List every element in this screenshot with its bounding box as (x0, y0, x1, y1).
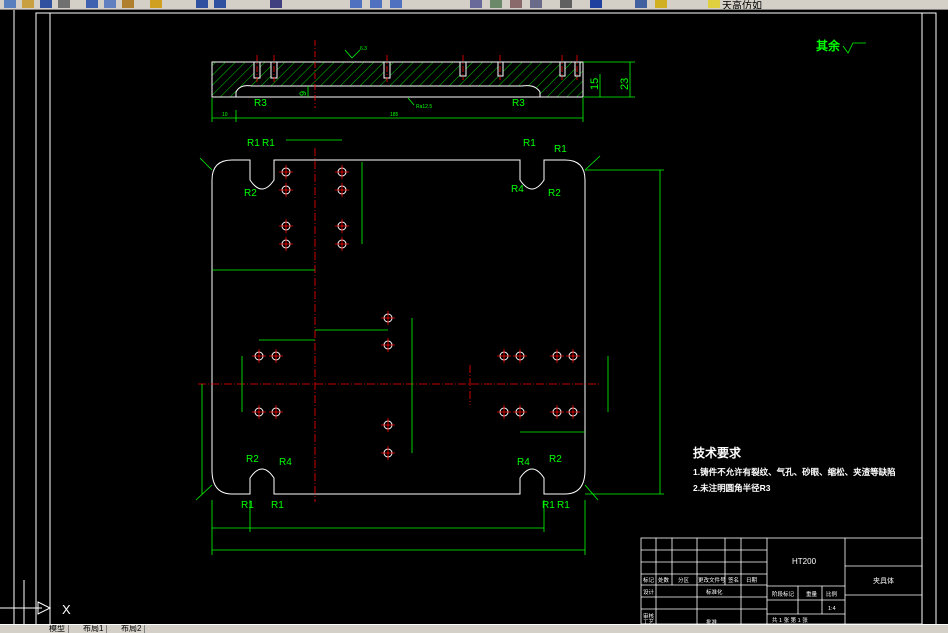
ucs-x-label: X (62, 602, 71, 617)
surface-note: 其余 (816, 38, 841, 53)
radius-r1-br-a: R1 (542, 500, 555, 511)
tb-part-name: 夹具体 (873, 576, 894, 585)
tab-model[interactable]: 模型 (46, 625, 69, 633)
tb-weight: 重量 (806, 590, 818, 598)
drawing-frame-inner (49, 12, 923, 624)
tb-zone: 分区 (678, 576, 690, 584)
sheet-set-icon[interactable] (530, 0, 542, 8)
radius-r2-bl: R2 (246, 454, 259, 465)
tech-requirements-item1: 1.铸件不允许有裂纹、气孔、砂眼、缩松、夹渣等缺陷 (693, 467, 896, 477)
tb-change-doc: 更改文件号 (698, 576, 726, 584)
section-cavity (235, 85, 541, 98)
design-center-icon[interactable] (490, 0, 502, 8)
tab-layout2[interactable]: 布局2 (118, 625, 146, 633)
tab-layout1[interactable]: 布局1 (80, 625, 108, 633)
radius-r1-br-b: R1 (557, 500, 570, 511)
properties-icon[interactable] (470, 0, 482, 8)
toolbar-status-text: 天高仿如 (722, 1, 762, 10)
copy-icon[interactable] (104, 0, 116, 8)
hole-group (254, 167, 578, 458)
roughness-label: Ra12.5 (416, 104, 432, 110)
tb-material: HT200 (792, 557, 817, 566)
drawing-canvas[interactable]: 185 10 15 23 9 6.3 Ra12.5 R3 R3 其余 (0, 10, 948, 624)
title-block (640, 537, 923, 624)
drawing-frame-outer (35, 12, 937, 624)
save-icon[interactable] (40, 0, 52, 8)
ucs-icon (0, 580, 52, 624)
redo-icon[interactable] (214, 0, 226, 8)
tool-palette-icon[interactable] (510, 0, 522, 8)
calculator-icon[interactable] (560, 0, 572, 8)
radius-r2-br: R2 (549, 454, 562, 465)
undo-icon[interactable] (196, 0, 208, 8)
radius-r1-bl-a: R1 (241, 500, 254, 511)
lightbulb-icon[interactable] (708, 0, 720, 8)
tb-mark: 标记 (643, 576, 655, 584)
layer-state-icon[interactable] (655, 0, 667, 8)
radius-r1-tl-b: R1 (262, 138, 275, 149)
section-width-dim: 185 (390, 112, 399, 118)
radius-r4-tr: R4 (511, 184, 524, 195)
radius-r4-bl: R4 (279, 457, 292, 468)
radius-r1-tr-a: R1 (523, 138, 536, 149)
match-properties-icon[interactable] (150, 0, 162, 8)
help-icon[interactable] (590, 0, 602, 8)
tech-requirements-title: 技术要求 (693, 445, 742, 460)
radius-r1-tl-a: R1 (247, 138, 260, 149)
tb-process: 工艺 (643, 619, 655, 624)
tb-scale: 1:4 (828, 606, 836, 612)
radius-r1-tr-b: R1 (554, 144, 567, 155)
pan-icon[interactable] (270, 0, 282, 8)
tb-date: 日期 (746, 577, 758, 584)
cut-icon[interactable] (86, 0, 98, 8)
tb-standardize: 标准化 (706, 588, 723, 596)
dim-23: 23 (619, 78, 631, 90)
tb-design: 设计 (643, 588, 655, 596)
dim-9: 9 (298, 91, 308, 96)
zoom-window-icon[interactable] (370, 0, 382, 8)
tb-scale-label: 比例 (826, 590, 838, 598)
tb-stage-mark: 阶段标记 (772, 590, 795, 598)
print-icon[interactable] (58, 0, 70, 8)
radius-r2-tl: R2 (244, 188, 257, 199)
section-offset-dim: 10 (222, 112, 228, 118)
radius-r1-bl-b: R1 (271, 500, 284, 511)
zoom-realtime-icon[interactable] (350, 0, 362, 8)
tb-approve: 批准 (706, 618, 718, 624)
tb-count: 处数 (658, 576, 670, 584)
layer-icon[interactable] (635, 0, 647, 8)
tb-sheet: 共 1 张 第 1 张 (772, 616, 808, 624)
tb-review: 审核 (643, 612, 655, 620)
plan-outline (211, 159, 586, 495)
dim-15: 15 (589, 78, 601, 90)
plan-view: R1 R1 R2 R1 R1 R4 R2 R2 R4 R1 R1 R4 R2 R… (195, 138, 664, 555)
paste-icon[interactable] (122, 0, 134, 8)
tech-requirements-item2: 2.未注明圆角半径R3 (693, 483, 771, 493)
roughness-top: 6.3 (360, 46, 367, 52)
open-file-icon[interactable] (22, 0, 34, 8)
radius-r2-tr: R2 (548, 188, 561, 199)
section-radius-right: R3 (512, 98, 525, 109)
toolbar: 天高仿如 (0, 0, 948, 10)
section-radius-left: R3 (254, 98, 267, 109)
new-file-icon[interactable] (4, 0, 16, 8)
tb-signature: 签名 (728, 576, 739, 584)
zoom-previous-icon[interactable] (390, 0, 402, 8)
surface-roughness-symbol (842, 42, 866, 54)
layout-tabs: 模型 布局1 布局2 (0, 624, 948, 633)
radius-r4-br: R4 (517, 457, 530, 468)
section-view: 185 10 15 23 9 6.3 Ra12.5 R3 R3 (211, 40, 635, 122)
